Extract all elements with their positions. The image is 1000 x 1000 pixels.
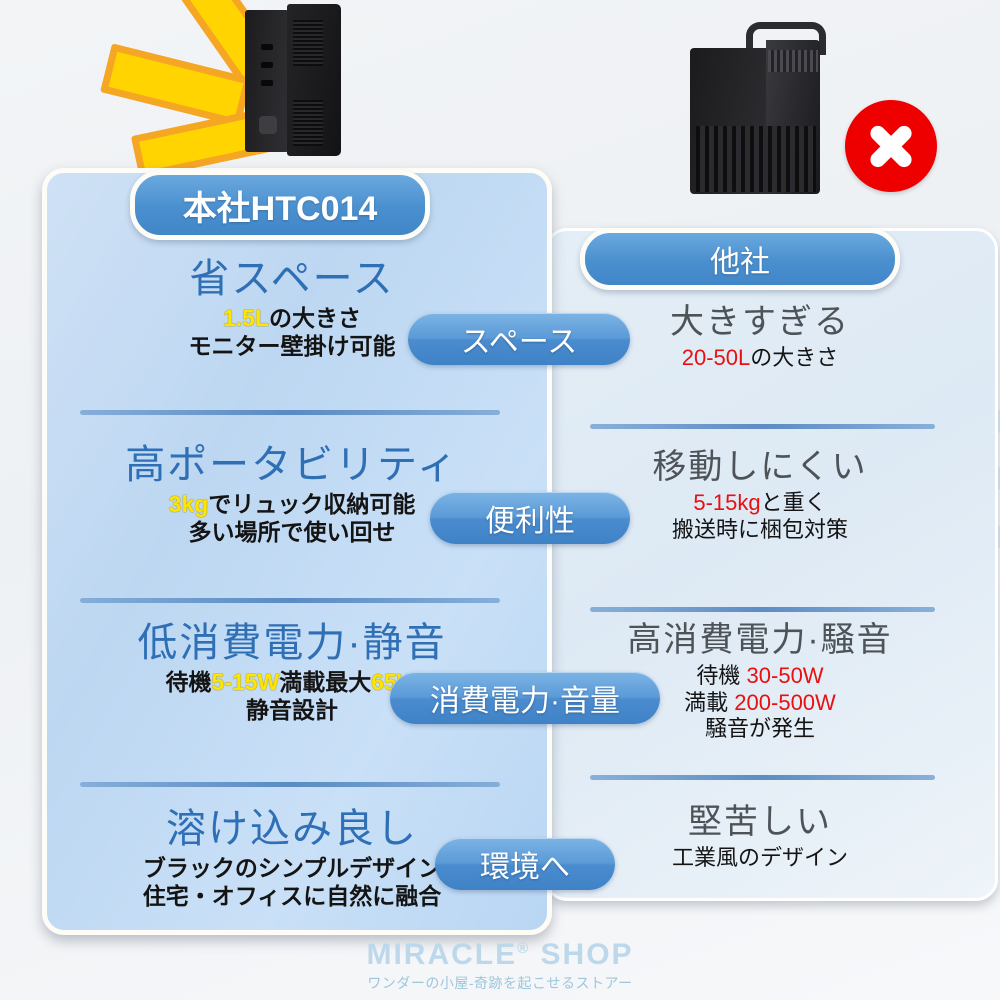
our-row-portability-value: 3kg [168,491,209,517]
competitor-row-portability-title: 移動しにくい [652,448,868,486]
our-row-environment-title: 溶け込み良し [166,807,418,851]
competitor-row-portability-value: 5-15kg [693,489,761,515]
competitor-row-power-idle-label: 待機 [696,662,747,688]
competitor-row-power-title: 高消費電力·騒音 [627,621,893,659]
divider [80,598,500,603]
our-row-power-note: 静音設計 [246,697,338,724]
competitor-row-portability-unit: と重く [760,489,827,515]
our-row-space-note: モニター壁掛け可能 [188,333,396,360]
our-row-environment-note1: ブラックのシンプルデザイン [142,855,442,881]
center-label-environment: 環境へ [435,838,615,890]
our-row-power-load-label: 満載最大 [279,669,372,695]
our-row-space-title: 省スペース [189,257,395,301]
mini-pc-front [245,10,289,152]
our-row-portability-title: 高ポータビリティ [125,443,459,487]
competitor-row-space: 大きすぎる 20-50Lの大きさ [560,303,960,372]
competitor-row-environment-note: 工業風のデザイン [671,844,848,870]
our-row-portability-sub: 3kgでリュック収納可能 多い場所で使い回せ [42,490,542,546]
our-row-portability-note: 多い場所で使い回せ [188,519,396,546]
our-row-power-title: 低消費電力·静音 [137,621,447,665]
our-row-environment-sub: ブラックのシンプルデザイン 住宅・オフィスに自然に融合 [42,854,542,910]
shop-logo-name: MIRACLE [366,938,518,971]
mini-pc-power-button [259,116,277,134]
registered-trademark-icon: ® [517,940,531,957]
tower-pc-handle [746,22,826,55]
divider [590,607,935,612]
our-row-space: 省スペース 1.5Lの大きさ モニター壁掛け可能 [42,258,542,360]
competitor-header: 他社 [580,228,900,290]
our-row-space-unit: の大きさ [269,305,362,331]
divider [590,424,935,429]
shop-logo: MIRACLE® SHOP ワンダーの小屋-奇跡を起こせるストアー [0,938,1000,993]
mini-pc-port [261,44,273,50]
our-row-space-value: 1.5L [222,305,270,331]
divider [80,782,500,787]
competitor-row-power-sub: 待機 30-50W 満載 200-500W 騒音が発生 [560,663,960,743]
center-label-power: 消費電力·音量 [390,672,660,724]
tower-pc-fins [696,126,816,192]
our-row-portability-unit: でリュック収納可能 [208,491,416,517]
competitor-row-power: 高消費電力·騒音 待機 30-50W 満載 200-500W 騒音が発生 [560,621,960,743]
our-row-environment: 溶け込み良し ブラックのシンプルデザイン 住宅・オフィスに自然に融合 [42,808,542,910]
our-product-card [42,168,552,935]
divider [80,410,500,415]
competitor-row-space-title: 大きすぎる [670,303,850,341]
mini-pc-side [287,4,341,156]
competitor-row-environment-sub: 工業風のデザイン [560,845,960,872]
shop-logo-main: MIRACLE® SHOP [0,938,1000,972]
divider [590,775,935,780]
center-label-space: スペース [408,313,630,365]
center-label-convenience: 便利性 [430,492,630,544]
competitor-row-power-load-label: 満載 [684,689,735,715]
competitor-row-environment-title: 堅苦しい [688,803,832,841]
our-row-space-sub: 1.5Lの大きさ モニター壁掛け可能 [42,304,542,360]
our-row-power-idle-label: 待機 [165,669,212,695]
shop-logo-word: SHOP [540,938,634,971]
competitor-row-portability-sub: 5-15kgと重く 搬送時に梱包対策 [560,490,960,544]
our-row-power-idle-value: 5-15W [211,669,280,695]
tower-pc-grille [768,50,818,72]
shop-logo-sub: ワンダーの小屋-奇跡を起こせるストアー [367,975,633,991]
competitor-row-portability-note: 搬送時に梱包対策 [671,516,848,542]
competitor-row-space-sub: 20-50Lの大きさ [560,345,960,372]
competitor-row-power-note: 騒音が発生 [704,716,815,742]
competitor-row-portability: 移動しにくい 5-15kgと重く 搬送時に梱包対策 [560,448,960,544]
competitor-row-space-value: 20-50L [681,344,751,370]
mini-pc-port [261,80,273,86]
cross-icon [845,100,937,192]
competitor-row-environment: 堅苦しい 工業風のデザイン [560,803,960,872]
mini-pc-vent [293,20,323,66]
competitor-row-power-idle-value: 30-50W [746,662,824,688]
tower-pc-image [690,22,826,194]
our-row-environment-note2: 住宅・オフィスに自然に融合 [142,883,442,910]
mini-pc-port [261,62,273,68]
mini-pc-image [245,4,341,156]
our-row-portability: 高ポータビリティ 3kgでリュック収納可能 多い場所で使い回せ [42,444,542,546]
mini-pc-vent [293,100,323,146]
our-product-header: 本社HTC014 [130,170,430,240]
competitor-row-space-unit: の大きさ [750,344,839,370]
competitor-row-power-load-value: 200-500W [734,689,836,715]
